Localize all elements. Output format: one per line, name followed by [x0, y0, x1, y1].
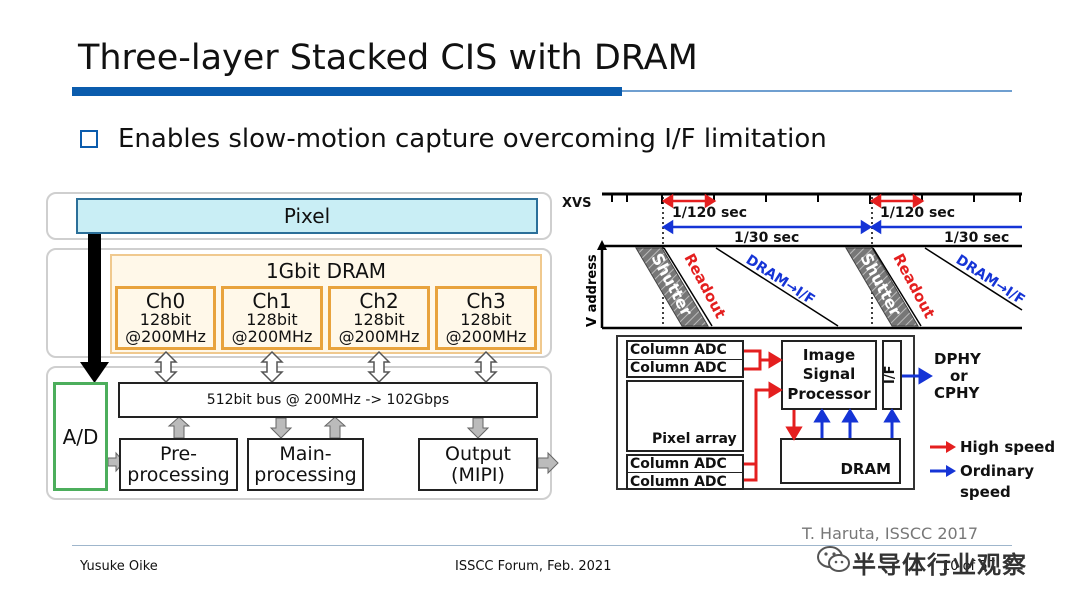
divider	[628, 472, 742, 473]
square-bullet-icon	[80, 130, 98, 148]
shutter-band	[845, 247, 919, 327]
pixel-array-label: Pixel array	[652, 431, 737, 447]
cphy-label: CPHY	[934, 384, 980, 402]
high-speed-arrows	[744, 349, 803, 482]
pixel-block: Pixel	[76, 198, 538, 234]
channel-width: 128bit	[353, 309, 405, 329]
ad-block: A/D	[53, 382, 108, 491]
legend-arrows	[930, 441, 956, 477]
output-label-2: (MIPI)	[451, 463, 505, 486]
ordinary-speed-arrows	[813, 367, 933, 438]
citation: T. Haruta, ISSCC 2017	[802, 524, 979, 543]
mainprocessing-label-2: processing	[254, 463, 357, 486]
interval-120-label: 1/120 sec	[880, 205, 956, 221]
footer-page: 10 of 57	[942, 559, 996, 574]
pixel-label: Pixel	[283, 204, 331, 228]
channel-name: Ch2	[359, 288, 399, 313]
dram-if-line	[715, 247, 839, 327]
preprocessing-block: Pre- processing	[119, 438, 238, 491]
column-adc-group-bottom	[626, 454, 744, 490]
title-rule-bar	[72, 87, 622, 96]
xvs-ticks	[611, 194, 1021, 204]
dram-channel: Ch3 128bit @200MHz	[435, 286, 537, 350]
isp-label-3: Processor	[787, 384, 871, 403]
dram-if-line	[924, 247, 1023, 311]
legend-high-speed: High speed	[960, 438, 1056, 456]
readout-line	[663, 247, 713, 327]
footer-event: ISSCC Forum, Feb. 2021	[455, 559, 612, 574]
isp-block: Image Signal Processor	[781, 340, 877, 410]
interval-120-arrows	[661, 193, 925, 209]
footer-rule	[72, 545, 1012, 546]
channel-width: 128bit	[139, 309, 192, 329]
legend-ordinary-speed-1: Ordinary	[960, 462, 1035, 480]
slide-title: Three-layer Stacked CIS with DRAM	[78, 38, 698, 78]
readout-line	[872, 247, 922, 327]
dram-chip-block: DRAM	[780, 438, 901, 484]
bullet-text: Enables slow-motion capture overcoming I…	[118, 124, 827, 154]
channel-name: Ch1	[252, 288, 292, 313]
channel-freq: @200MHz	[338, 326, 420, 346]
column-adc-label: Column ADC	[630, 474, 727, 490]
title-rule-line	[622, 90, 1012, 92]
dram-channel: Ch0 128bit @200MHz	[115, 286, 216, 350]
isp-label-2: Signal	[802, 365, 856, 384]
channel-freq: @200MHz	[231, 326, 313, 346]
dphy-label: DPHY	[934, 350, 981, 368]
channel-width: 128bit	[246, 309, 298, 329]
interval-30-label: 1/30 sec	[944, 230, 1010, 246]
dram-channel: Ch2 128bit @200MHz	[328, 286, 430, 350]
pixel-array-block	[626, 380, 744, 452]
footer-author: Yusuke Oike	[80, 559, 158, 574]
output-label-1: Output	[445, 442, 511, 465]
isp-label-1: Image	[802, 345, 856, 364]
interval-120-label: 1/120 sec	[672, 205, 748, 221]
channel-name: Ch0	[145, 288, 186, 313]
pixel-to-ad-arrow-shaft	[88, 234, 101, 364]
output-block: Output (MIPI)	[418, 438, 538, 491]
dram-channel: Ch1 128bit @200MHz	[221, 286, 323, 350]
xvs-label: XVS	[562, 196, 592, 211]
channel-name: Ch3	[466, 288, 506, 313]
interval-30-arrows	[661, 219, 1022, 235]
wechat-icon	[817, 546, 850, 572]
channel-bus-arrows	[154, 350, 498, 384]
preprocessing-label-2: processing	[127, 463, 230, 486]
v-address-label: V address	[585, 254, 600, 327]
divider	[628, 359, 742, 360]
ad-label: A/D	[62, 424, 99, 449]
interval-30-label: 1/30 sec	[734, 230, 800, 246]
dram-title: 1Gbit DRAM	[265, 259, 387, 283]
bus-label: 512bit bus @ 200MHz -> 102Gbps	[206, 392, 450, 408]
channel-freq: @200MHz	[125, 326, 206, 346]
watermark: 半导体行业观察	[852, 551, 1027, 579]
or-label: or	[950, 367, 968, 385]
mainprocessing-block: Main- processing	[247, 438, 364, 491]
dram-chip-label: DRAM	[840, 460, 891, 478]
pixel-to-ad-arrow-head	[80, 362, 109, 383]
column-adc-label: Column ADC	[630, 360, 727, 376]
preprocessing-label-1: Pre-	[159, 442, 198, 465]
column-adc-group-top	[626, 340, 744, 378]
channel-width: 128bit	[460, 309, 512, 329]
bus-block: 512bit bus @ 200MHz -> 102Gbps	[118, 382, 538, 418]
column-adc-label: Column ADC	[630, 342, 727, 358]
column-adc-label: Column ADC	[630, 456, 727, 472]
mainprocessing-label-1: Main-	[279, 442, 332, 465]
legend-ordinary-speed-2: speed	[960, 483, 1011, 501]
channel-freq: @200MHz	[445, 326, 527, 346]
shutter-band	[635, 247, 709, 327]
